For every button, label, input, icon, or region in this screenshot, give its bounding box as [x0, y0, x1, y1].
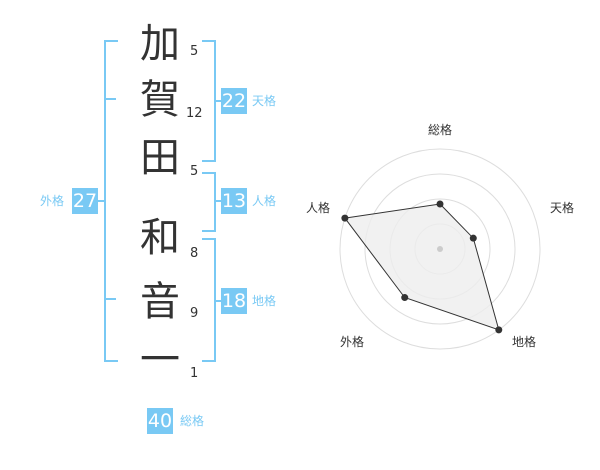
radar-axis-label-tenkaku: 天格	[550, 200, 574, 215]
radar-point-1	[436, 200, 444, 208]
jinkaku-value: 13	[221, 188, 247, 214]
radar-ring-4	[339, 148, 541, 350]
radar-ring-3	[364, 173, 516, 325]
stroke-count-4: 8	[190, 246, 199, 261]
soukaku-label: 総格	[180, 414, 205, 428]
radar-point-5	[341, 214, 349, 222]
soukaku-value: 40	[147, 408, 173, 434]
radar-axis-label-gaikaku: 外格	[340, 334, 364, 349]
name-char-5: 音	[140, 279, 180, 325]
radar-polygon	[343, 203, 500, 331]
radar-axis-label-soukaku: 総格	[428, 122, 452, 137]
tenkaku-value: 22	[221, 88, 247, 114]
name-char-3: 田	[140, 135, 180, 181]
radar-point-3	[495, 326, 503, 334]
chikaku-label: 地格	[252, 294, 277, 308]
name-char-2: 賀	[140, 77, 180, 123]
gaikaku-bracket-tick-upper	[104, 98, 116, 100]
radar-points	[341, 200, 503, 334]
chikaku-connector	[214, 300, 222, 302]
stroke-count-6: 1	[190, 366, 199, 381]
radar-axis-label-jinkaku: 人格	[306, 200, 330, 215]
gaikaku-connector	[98, 200, 106, 202]
name-char-6: 一	[140, 337, 180, 383]
jinkaku-connector	[214, 200, 222, 202]
tenkaku-connector	[214, 100, 222, 102]
radar-point-4	[401, 294, 409, 302]
name-char-1: 加	[140, 21, 180, 67]
gaikaku-bracket-tick-lower	[104, 298, 116, 300]
gaikaku-label: 外格	[40, 194, 65, 208]
chikaku-value: 18	[221, 288, 247, 314]
jinkaku-bracket	[202, 172, 216, 232]
stroke-count-3: 5	[190, 164, 199, 179]
stroke-count-5: 9	[190, 306, 199, 321]
tenkaku-label: 天格	[252, 94, 277, 108]
radar-axis-label-chikaku: 地格	[512, 334, 536, 349]
radar-point-2	[469, 234, 477, 242]
stroke-count-1: 5	[190, 44, 199, 59]
name-char-4: 和	[140, 215, 180, 261]
jinkaku-label: 人格	[252, 194, 277, 208]
gaikaku-value: 27	[72, 188, 98, 214]
radar-center-dot	[437, 246, 443, 252]
stroke-count-2: 12	[186, 106, 203, 121]
